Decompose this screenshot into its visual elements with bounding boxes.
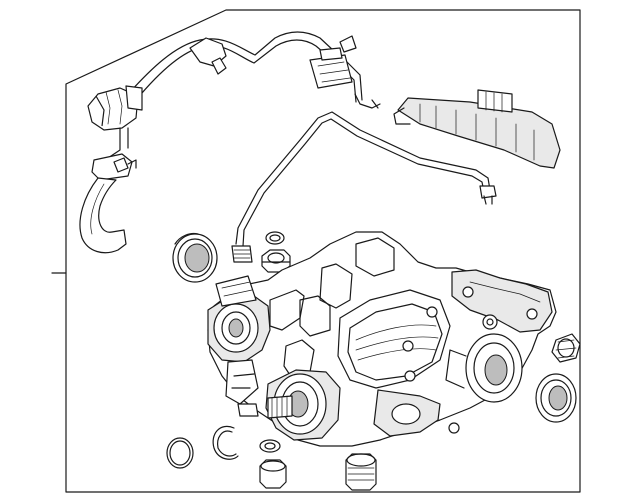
axle-seal-left	[172, 232, 218, 283]
cover-plate	[393, 89, 561, 169]
fill-plug-right	[551, 333, 581, 363]
assembly-frame	[65, 9, 581, 493]
wiring-harness	[79, 31, 381, 254]
drain-plug	[259, 459, 287, 489]
washer	[259, 439, 281, 453]
o-ring-large	[166, 437, 194, 469]
axle-seal-right	[535, 373, 577, 423]
fill-plug-bottom	[345, 453, 377, 491]
o-ring-small	[265, 231, 285, 245]
vent-tube	[231, 111, 497, 263]
hex-nut	[261, 249, 291, 273]
snap-ring	[212, 425, 239, 460]
differential-housing	[207, 231, 557, 447]
